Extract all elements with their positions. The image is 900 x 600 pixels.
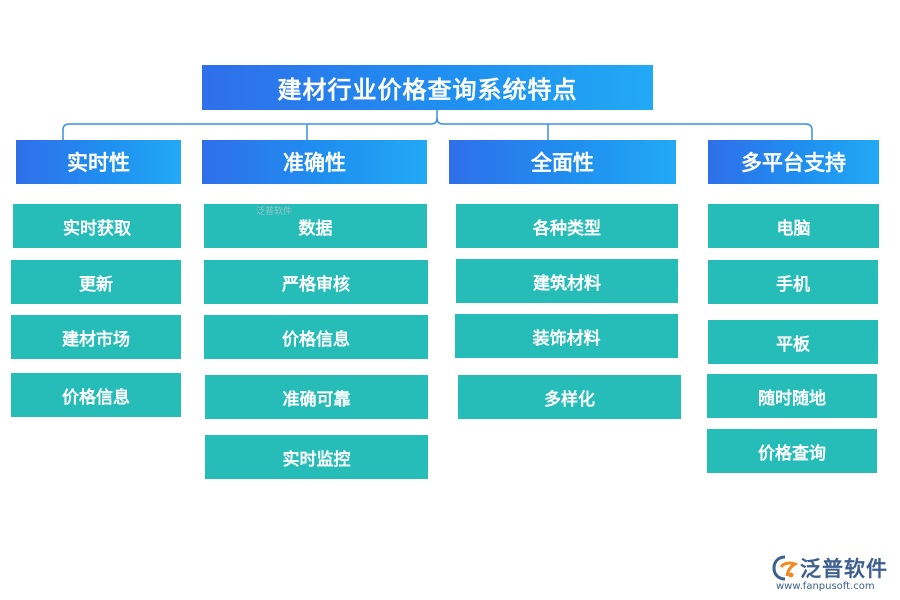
brand-url: www.fanpusoft.com — [776, 581, 875, 592]
connector-lines — [62, 110, 813, 140]
item-box: 建材市场 — [11, 315, 181, 359]
item-box: 装饰材料 — [455, 314, 678, 358]
item-box: 建筑材料 — [456, 259, 678, 303]
item-box: 各种类型 — [456, 204, 678, 248]
diagram-title: 建材行业价格查询系统特点 — [202, 65, 653, 110]
item-box: 数据 — [204, 204, 427, 248]
item-box: 电脑 — [708, 204, 879, 248]
item-box: 平板 — [708, 320, 878, 364]
watermark-text: 泛普软件 — [256, 207, 293, 217]
item-box: 价格查询 — [707, 429, 877, 473]
item-box: 实时获取 — [13, 204, 181, 248]
item-box: 手机 — [708, 260, 878, 304]
item-box: 多样化 — [458, 375, 681, 419]
item-box: 随时随地 — [707, 374, 877, 418]
connector-right — [436, 117, 813, 140]
brand-logo: 泛普软件 www.fanpusoft.com — [772, 553, 894, 595]
brand-name: 泛普软件 — [800, 557, 888, 581]
category-header-accuracy: 准确性 — [202, 140, 427, 184]
item-box: 更新 — [11, 260, 181, 304]
connector-left — [62, 110, 438, 140]
item-box: 价格信息 — [204, 315, 428, 359]
item-box: 准确可靠 — [205, 375, 428, 419]
item-box: 实时监控 — [205, 435, 428, 479]
brand-mark-icon — [772, 555, 798, 581]
category-header-realtime: 实时性 — [16, 140, 181, 184]
item-box: 严格审核 — [204, 260, 428, 304]
category-header-comprehensive: 全面性 — [449, 140, 676, 184]
item-box: 价格信息 — [11, 373, 181, 417]
category-header-multiplatform: 多平台支持 — [708, 140, 879, 184]
